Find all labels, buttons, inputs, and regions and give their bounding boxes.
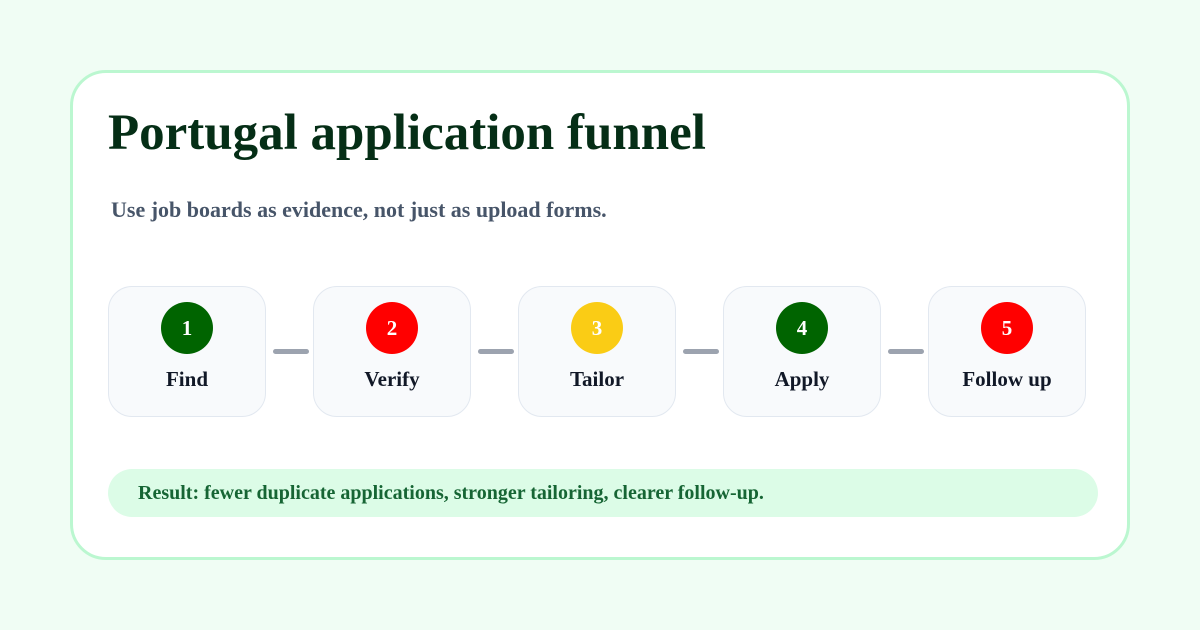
step-apply: 4 Apply: [723, 286, 881, 417]
step-number-badge: 2: [366, 302, 418, 354]
step-find: 1 Find: [108, 286, 266, 417]
page-title: Portugal application funnel: [108, 105, 706, 161]
step-connector: [683, 349, 719, 354]
step-follow-up: 5 Follow up: [928, 286, 1086, 417]
step-number-badge: 1: [161, 302, 213, 354]
step-label: Follow up: [962, 367, 1052, 391]
result-banner: Result: fewer duplicate applications, st…: [108, 469, 1098, 517]
step-verify: 2 Verify: [313, 286, 471, 417]
subtitle: Use job boards as evidence, not just as …: [111, 197, 607, 222]
step-connector: [478, 349, 514, 354]
step-connector: [273, 349, 309, 354]
step-label: Apply: [774, 367, 830, 391]
step-tailor: 3 Tailor: [518, 286, 676, 417]
step-number-badge: 5: [981, 302, 1033, 354]
step-number-badge: 4: [776, 302, 828, 354]
step-number-badge: 3: [571, 302, 623, 354]
step-connector: [888, 349, 924, 354]
step-label: Tailor: [569, 367, 625, 391]
funnel-steps: 1 Find 2 Verify 3 Tailor 4 Apply 5 Follo…: [108, 286, 1088, 417]
step-label: Verify: [364, 367, 420, 391]
step-label: Find: [165, 367, 209, 391]
funnel-card: Portugal application funnel Use job boar…: [70, 70, 1130, 560]
